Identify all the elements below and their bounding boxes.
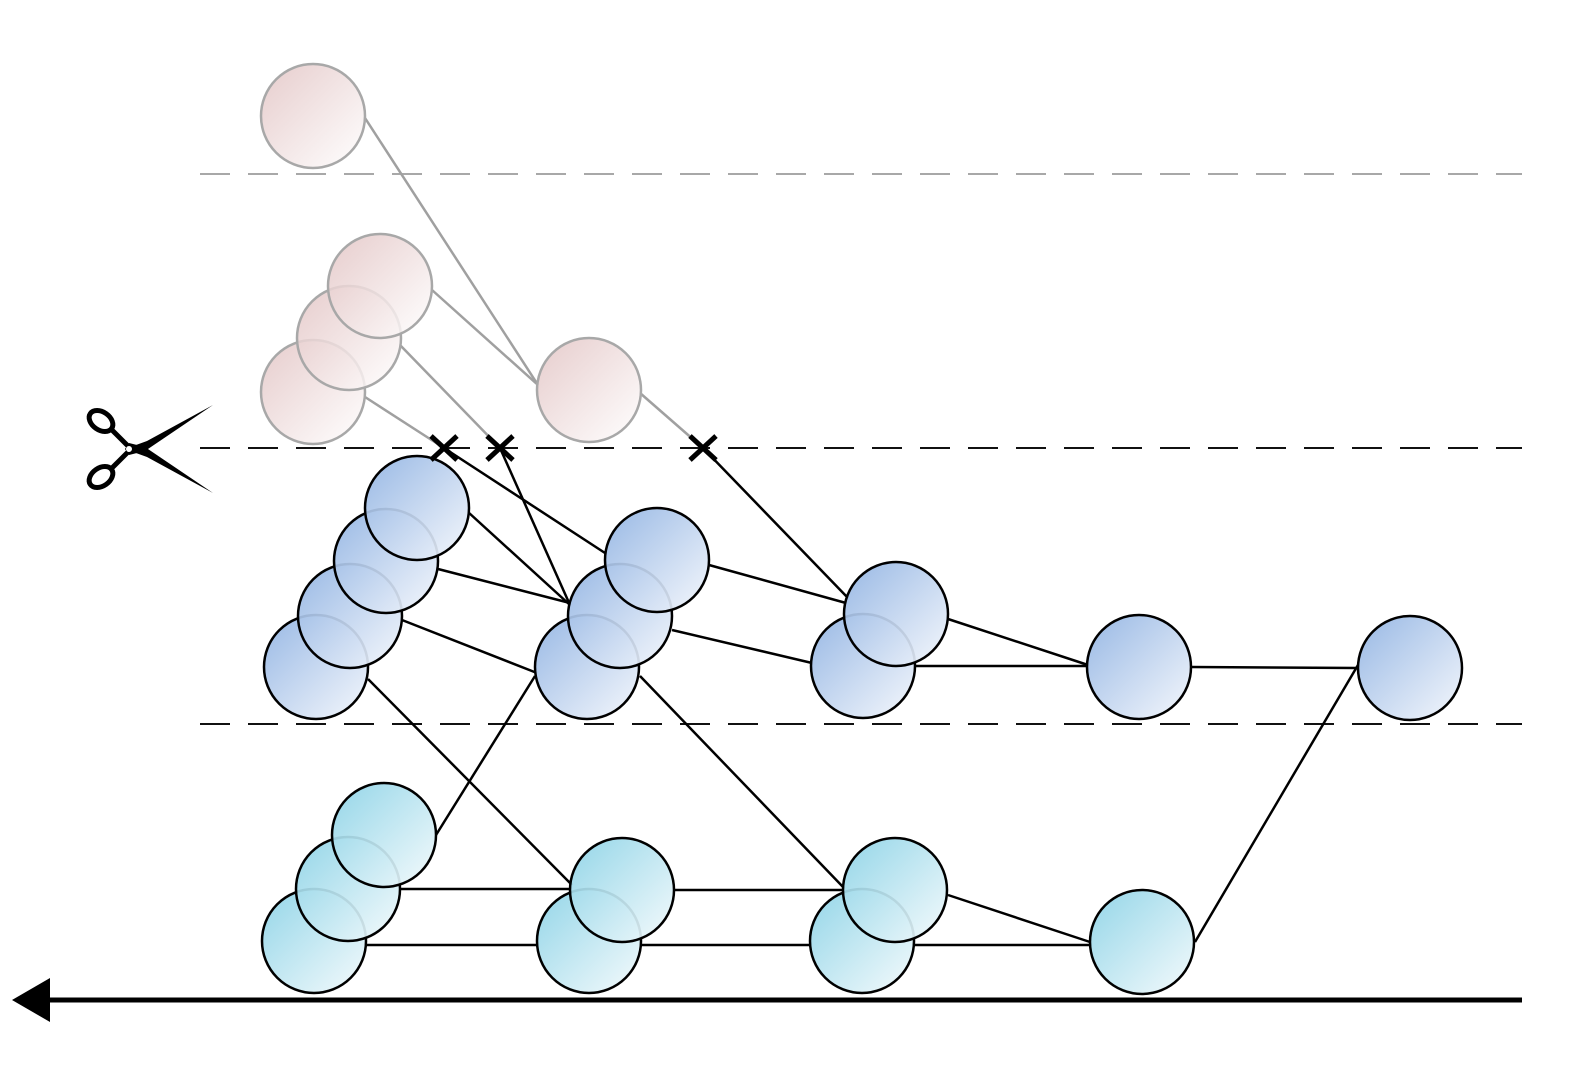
lower-node [841, 836, 949, 944]
active-node [1085, 613, 1193, 721]
lower-node [330, 781, 438, 889]
cut-mark-icon [485, 434, 515, 462]
lower-node [568, 836, 676, 944]
cut-mark-icon [429, 434, 459, 462]
scissors-icon [86, 405, 213, 493]
edge [443, 446, 606, 555]
pruned-edge [363, 117, 540, 386]
active-node [842, 560, 950, 668]
edge [498, 447, 572, 606]
nodes [259, 62, 1464, 996]
edges [363, 117, 1360, 947]
active-node [1356, 614, 1464, 722]
pruned-edge [364, 395, 445, 450]
edge [434, 675, 537, 836]
edge [671, 628, 813, 665]
edge [1193, 664, 1360, 943]
lower-node [1088, 888, 1196, 996]
time-arrow-icon [12, 978, 1522, 1022]
edge [708, 563, 847, 605]
edge [437, 567, 571, 605]
pruned-edge [431, 289, 539, 386]
cut-mark-icon [688, 434, 718, 462]
pruned-node [535, 336, 643, 444]
layer-separators [200, 173, 1522, 725]
pruned-edge [399, 344, 501, 449]
edge [467, 511, 571, 606]
edge [947, 893, 1091, 944]
edge [947, 617, 1089, 667]
pruned-node [326, 232, 434, 340]
edge [702, 447, 849, 599]
pruned-node [259, 62, 367, 170]
edge [401, 618, 538, 675]
active-node [363, 454, 471, 562]
active-node [603, 506, 711, 614]
edge [639, 675, 845, 889]
cut-marks [429, 434, 718, 462]
edge [1190, 665, 1359, 670]
